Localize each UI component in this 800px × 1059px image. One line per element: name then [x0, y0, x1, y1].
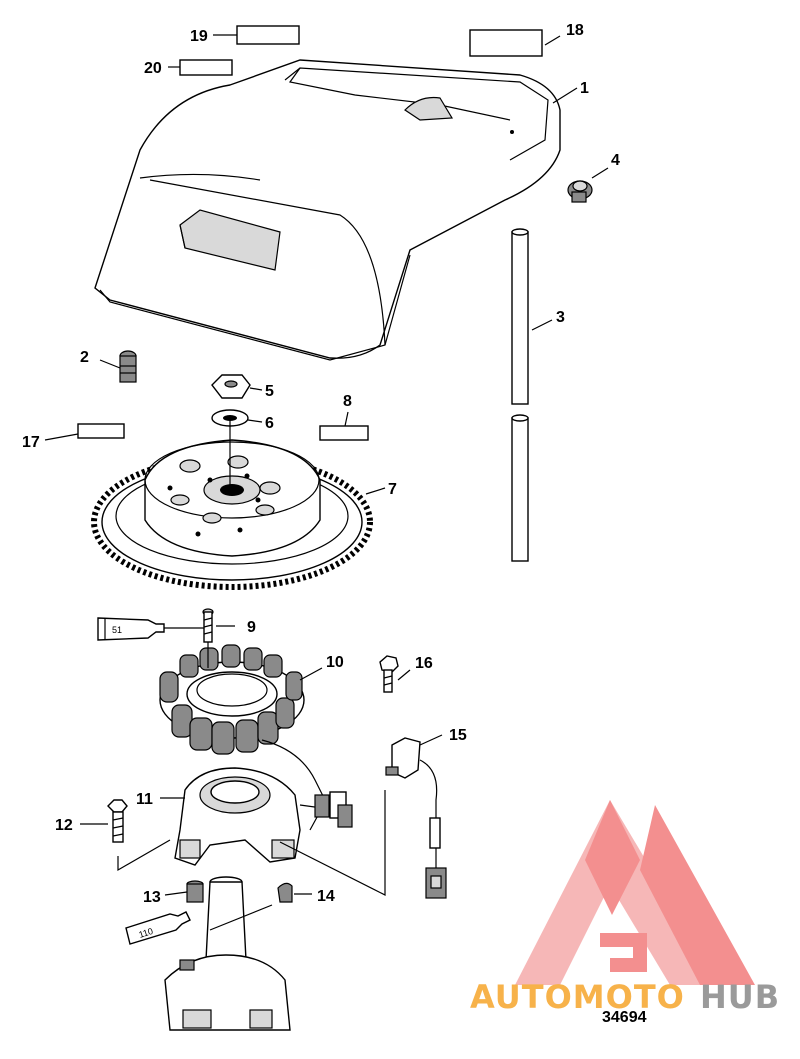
grommet-part-2 — [119, 350, 137, 383]
sealant-tube-51: 51 — [97, 617, 165, 641]
watermark-text-automoto: AUTOMOTO — [470, 978, 685, 1016]
screw-part-16 — [379, 655, 399, 693]
stator-connector — [314, 791, 353, 828]
figure-number: 34694 — [602, 1009, 647, 1026]
callout-16: 16 — [415, 655, 433, 672]
callout-15: 15 — [449, 727, 467, 744]
callout-14: 14 — [317, 888, 335, 905]
callout-13: 13 — [143, 889, 161, 906]
callout-7: 7 — [388, 481, 397, 498]
callout-1: 1 — [580, 80, 589, 97]
nut-part-5 — [211, 374, 251, 399]
watermark-text-hub: HUB — [700, 978, 780, 1016]
label-box-8 — [319, 425, 369, 441]
callout-19: 19 — [190, 28, 208, 45]
callout-11: 11 — [136, 791, 153, 808]
callout-2: 2 — [80, 349, 89, 366]
callout-17: 17 — [22, 434, 40, 451]
callout-5: 5 — [265, 383, 274, 400]
flywheel-part-7 — [91, 439, 373, 590]
hose-part-3 — [511, 228, 529, 562]
grommet-part-4 — [567, 180, 593, 203]
callout-3: 3 — [556, 309, 565, 326]
pin-part-13 — [186, 880, 204, 903]
callout-8: 8 — [343, 393, 352, 410]
label-box-19 — [236, 25, 300, 45]
bolt-part-12 — [107, 799, 128, 843]
callout-18: 18 — [566, 22, 584, 39]
cowl-part-1 — [94, 59, 561, 361]
stator-part-10 — [159, 644, 326, 801]
leader-lines — [44, 34, 609, 931]
sensor-part-15 — [385, 737, 447, 899]
bracket-part-11 — [174, 767, 323, 866]
callout-9: 9 — [247, 619, 256, 636]
label-box-17 — [77, 423, 125, 439]
key-part-14 — [277, 882, 293, 903]
watermark-logo — [515, 800, 755, 985]
label-box-18 — [469, 29, 543, 57]
crankshaft — [164, 876, 291, 1031]
callout-10: 10 — [326, 654, 344, 671]
callout-20: 20 — [144, 60, 162, 77]
callout-12: 12 — [55, 817, 73, 834]
screw-part-9 — [202, 608, 214, 643]
callout-6: 6 — [265, 415, 274, 432]
sealant-tube-110: 110 — [125, 911, 191, 945]
callout-4: 4 — [611, 152, 620, 169]
label-box-20 — [179, 59, 233, 76]
tube-label-110: 110 — [138, 926, 155, 940]
tube-label-51: 51 — [112, 625, 122, 635]
